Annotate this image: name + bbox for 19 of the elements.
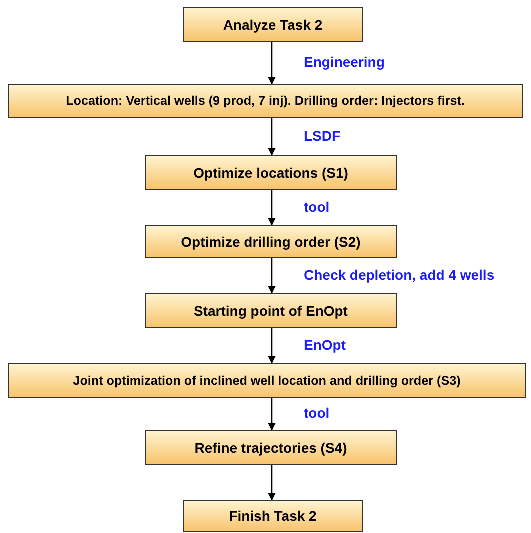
arrow (268, 258, 276, 294)
edge-label: Check depletion, add 4 wells (302, 266, 497, 282)
edge-label: tool (302, 405, 332, 421)
process-box: Finish Task 2 (183, 500, 363, 532)
process-box: Refine trajectories (S4) (145, 430, 397, 465)
arrow (268, 465, 276, 501)
arrow (268, 190, 276, 226)
arrow (268, 42, 276, 85)
process-box: Optimize drilling order (S2) (145, 225, 397, 258)
process-box: Optimize locations (S1) (145, 155, 397, 190)
process-box: Analyze Task 2 (183, 7, 363, 42)
edge-label: tool (302, 198, 332, 214)
arrow (268, 398, 276, 431)
edge-label: Engineering (302, 54, 387, 70)
process-box: Location: Vertical wells (9 prod, 7 inj). Drilling order: Injectors first. (8, 84, 523, 118)
process-box: Starting point of EnOpt (145, 293, 397, 328)
arrow (268, 118, 276, 156)
process-box: Joint optimization of inclined well location and drilling order (S3) (8, 363, 526, 398)
arrow (268, 328, 276, 364)
